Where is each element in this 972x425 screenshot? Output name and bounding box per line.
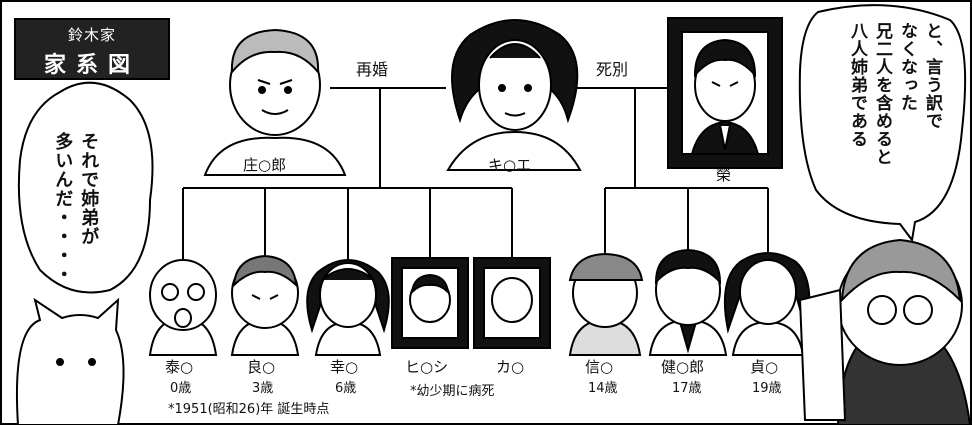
late-husband-name: 榮: [716, 166, 732, 184]
child-portrait-3: [306, 259, 390, 356]
child-name: 健○郎: [661, 358, 705, 376]
child-portrait-6: [568, 252, 644, 356]
child-portrait-5-framed: [473, 257, 551, 349]
remarriage-label: 再婚: [356, 60, 389, 79]
mother-portrait: [446, 19, 582, 171]
child-age: 3歳: [252, 381, 274, 396]
child-portrait-1: [148, 259, 218, 356]
child-name: カ○: [496, 358, 525, 376]
child-name: 良○: [247, 358, 276, 376]
child-portrait-4-framed: [391, 257, 469, 349]
left-bubble-line-1: それで姉弟が: [78, 132, 100, 246]
father-portrait: [203, 28, 347, 176]
left-bubble-line-2: 多いんだ・・・・: [52, 132, 74, 284]
cat-character: [15, 297, 125, 425]
child-portrait-8: [723, 252, 811, 356]
child-name: 信○: [585, 358, 614, 376]
child-name: 泰○: [165, 358, 194, 376]
child-age: 0歳: [170, 381, 192, 396]
child-name: 貞○: [750, 358, 779, 376]
child-portrait-7: [648, 248, 728, 356]
birth-note: *1951(昭和26)年 誕生時点: [168, 402, 330, 417]
title-box: 鈴木家 家系図: [14, 18, 170, 80]
child-name: 幸○: [330, 358, 359, 376]
grandfather-narrator: [798, 238, 972, 425]
child-age: 6歳: [335, 381, 357, 396]
title-family-name: 鈴木家: [67, 26, 116, 44]
right-speech-bubble: [798, 4, 967, 243]
child-age: 17歳: [672, 381, 702, 396]
child-portrait-2: [230, 254, 300, 356]
right-bubble-line-3: 兄二人を含めると: [872, 22, 893, 166]
father-name: 庄○郎: [243, 156, 287, 174]
child-name: ヒ○シ: [405, 358, 449, 376]
right-bubble-line-2: なくなった: [897, 22, 918, 112]
late-husband-framed-portrait: [667, 17, 783, 169]
death-note: *幼少期に病死: [410, 384, 495, 399]
title-heading: 家系図: [43, 53, 140, 78]
right-bubble-line-4: 八人姉弟である: [847, 22, 868, 148]
left-speech-bubble: [17, 81, 154, 294]
mother-name: キ○エ: [488, 156, 532, 174]
bereavement-label: 死別: [596, 60, 629, 79]
right-bubble-line-1: と、言う訳で: [922, 22, 943, 130]
family-tree-lines: [182, 87, 769, 262]
child-age: 19歳: [752, 381, 782, 396]
child-age: 14歳: [588, 381, 618, 396]
